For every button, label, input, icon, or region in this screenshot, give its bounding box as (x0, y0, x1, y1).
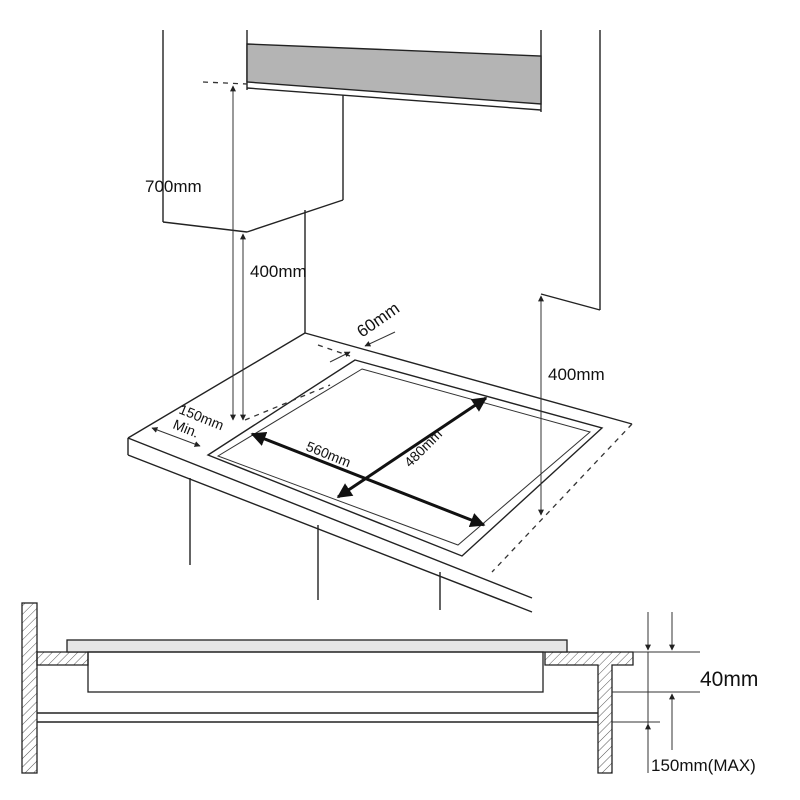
hob-cutout (206, 344, 604, 557)
label-150mm-max: 150mm(MAX) (651, 756, 756, 775)
label-400mm-right: 400mm (548, 365, 605, 384)
label-60mm: 60mm (353, 299, 403, 342)
label-700mm: 700mm (145, 177, 202, 196)
label-40mm: 40mm (700, 668, 758, 691)
perspective-view: 700mm 400mm 400mm 60mm 150mm Min. 560mm … (127, 30, 633, 613)
label-400mm-left: 400mm (250, 262, 307, 281)
hob-glass-plate (66, 639, 568, 653)
section-view: 40mm 150mm(MAX) (21, 602, 758, 775)
range-hood (202, 30, 542, 112)
dimension-lines (151, 85, 544, 528)
wall-cabinet (162, 30, 601, 333)
label-480mm: 480mm (401, 426, 445, 470)
hob-body (87, 651, 544, 693)
